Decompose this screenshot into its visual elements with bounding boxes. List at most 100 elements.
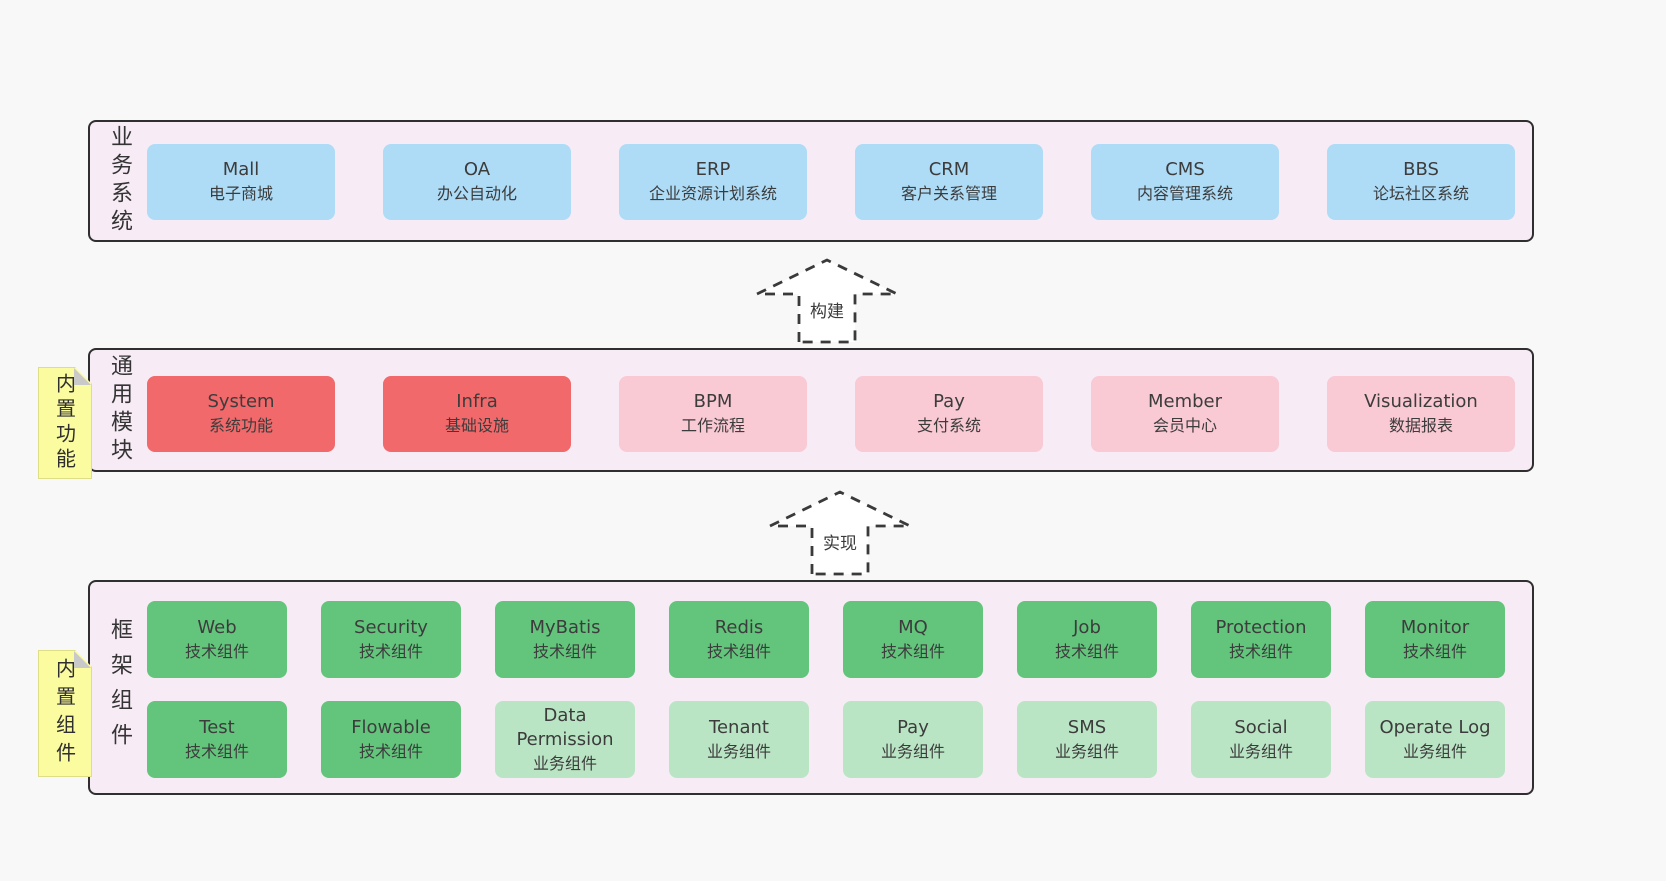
modules-boxes-row: System 系统功能 Infra 基础设施 BPM 工作流程 Pay 支付系统… (147, 376, 1515, 452)
box-desc: 业务组件 (1228, 741, 1293, 761)
box-monitor: Monitor 技术组件 (1365, 601, 1505, 678)
box-flowable: Flowable 技术组件 (321, 701, 461, 778)
framework-layer-label: 框架组件 (107, 617, 132, 758)
business-boxes-row: Mall 电子商城 OA 办公自动化 ERP 企业资源计划系统 CRM 客户关系… (147, 144, 1515, 220)
box-name: Pay (897, 716, 929, 738)
box-name: Redis (714, 616, 764, 638)
box-desc: 业务组件 (532, 753, 597, 773)
box-desc: 业务组件 (706, 741, 771, 761)
box-infra: Infra 基础设施 (383, 376, 571, 452)
box-name: SMS (1067, 716, 1107, 738)
framework-row-1: Web 技术组件 Security 技术组件 MyBatis 技术组件 Redi… (147, 601, 1505, 678)
box-name: ERP (695, 159, 731, 180)
box-name: Tenant (709, 716, 769, 738)
implement-arrow: 实现 (765, 487, 915, 577)
box-visualization: Visualization 数据报表 (1327, 376, 1515, 452)
box-job: Job 技术组件 (1017, 601, 1157, 678)
box-desc: 电子商城 (208, 184, 273, 203)
box-desc: 业务组件 (1054, 741, 1119, 761)
box-name: Social (1234, 716, 1288, 738)
box-cms: CMS 内容管理系统 (1091, 144, 1279, 220)
box-desc: 支付系统 (916, 416, 981, 435)
note-text: 内置组件 (52, 657, 77, 770)
box-protection: Protection 技术组件 (1191, 601, 1331, 678)
box-desc: 业务组件 (880, 741, 945, 761)
box-desc: 会员中心 (1152, 416, 1217, 435)
box-desc: 技术组件 (1402, 641, 1467, 661)
box-desc: 技术组件 (880, 641, 945, 661)
box-desc: 技术组件 (706, 641, 771, 661)
box-name: Pay (933, 391, 965, 412)
modules-layer-label: 通用模块 (107, 354, 132, 466)
box-name: CRM (928, 159, 970, 180)
box-desc: 内容管理系统 (1136, 184, 1233, 203)
box-desc: 办公自动化 (436, 184, 517, 203)
box-crm: CRM 客户关系管理 (855, 144, 1043, 220)
build-arrow-label: 构建 (809, 297, 845, 322)
box-name: MyBatis (529, 616, 601, 638)
box-mq: MQ 技术组件 (843, 601, 983, 678)
box-tenant: Tenant 业务组件 (669, 701, 809, 778)
box-erp: ERP 企业资源计划系统 (619, 144, 807, 220)
box-name: OA (463, 159, 491, 180)
box-name: BBS (1403, 159, 1439, 180)
box-desc: 基础设施 (444, 416, 509, 435)
box-name: Job (1073, 616, 1101, 638)
box-desc: 技术组件 (358, 741, 423, 761)
built-in-components-note: 内置组件 (38, 650, 92, 777)
box-name: Visualization (1364, 391, 1478, 412)
box-name: System (207, 391, 275, 412)
box-social: Social 业务组件 (1191, 701, 1331, 778)
box-mybatis: MyBatis 技术组件 (495, 601, 635, 678)
box-security: Security 技术组件 (321, 601, 461, 678)
box-name: CMS (1165, 159, 1205, 180)
box-mall: Mall 电子商城 (147, 144, 335, 220)
common-modules-layer: 通用模块 System 系统功能 Infra 基础设施 BPM 工作流程 Pay… (88, 348, 1534, 472)
framework-components-layer: 框架组件 Web 技术组件 Security 技术组件 MyBatis 技术组件… (88, 580, 1534, 795)
box-test: Test 技术组件 (147, 701, 287, 778)
built-in-features-note: 内置功能 (38, 367, 92, 479)
box-operate-log: Operate Log 业务组件 (1365, 701, 1505, 778)
box-pay-biz: Pay 业务组件 (843, 701, 983, 778)
box-desc: 客户关系管理 (900, 184, 997, 203)
box-name: Mall (222, 159, 260, 180)
box-desc: 工作流程 (680, 416, 745, 435)
box-member: Member 会员中心 (1091, 376, 1279, 452)
box-name: BPM (693, 391, 733, 412)
box-data-permission: Data Permission 业务组件 (495, 701, 635, 778)
box-name: Operate Log (1379, 716, 1491, 738)
box-desc: 技术组件 (1228, 641, 1293, 661)
box-desc: 技术组件 (358, 641, 423, 661)
box-bbs: BBS 论坛社区系统 (1327, 144, 1515, 220)
box-desc: 系统功能 (208, 416, 273, 435)
box-desc: 数据报表 (1388, 416, 1453, 435)
box-oa: OA 办公自动化 (383, 144, 571, 220)
note-text: 内置功能 (52, 373, 77, 473)
business-layer-label: 业务系统 (107, 125, 132, 237)
box-desc: 技术组件 (184, 641, 249, 661)
box-name: Protection (1215, 616, 1307, 638)
box-desc: 论坛社区系统 (1372, 184, 1469, 203)
box-pay: Pay 支付系统 (855, 376, 1043, 452)
box-name: Monitor (1400, 616, 1470, 638)
box-name: Web (197, 616, 237, 638)
box-sms: SMS 业务组件 (1017, 701, 1157, 778)
business-systems-layer: 业务系统 Mall 电子商城 OA 办公自动化 ERP 企业资源计划系统 CRM… (88, 120, 1534, 242)
box-desc: 业务组件 (1402, 741, 1467, 761)
implement-arrow-label: 实现 (822, 529, 858, 554)
box-name: Infra (456, 391, 498, 412)
box-name: MQ (898, 616, 928, 638)
box-desc: 技术组件 (532, 641, 597, 661)
box-desc: 技术组件 (1054, 641, 1119, 661)
box-name: Member (1147, 391, 1223, 412)
box-desc: 技术组件 (184, 741, 249, 761)
box-name: Security (354, 616, 428, 638)
box-web: Web 技术组件 (147, 601, 287, 678)
box-redis: Redis 技术组件 (669, 601, 809, 678)
box-name: Flowable (351, 716, 431, 738)
box-desc: 企业资源计划系统 (648, 184, 777, 203)
build-arrow: 构建 (752, 255, 902, 345)
box-system: System 系统功能 (147, 376, 335, 452)
framework-row-2: Test 技术组件 Flowable 技术组件 Data Permission … (147, 701, 1505, 778)
box-name: Data Permission (516, 704, 614, 750)
